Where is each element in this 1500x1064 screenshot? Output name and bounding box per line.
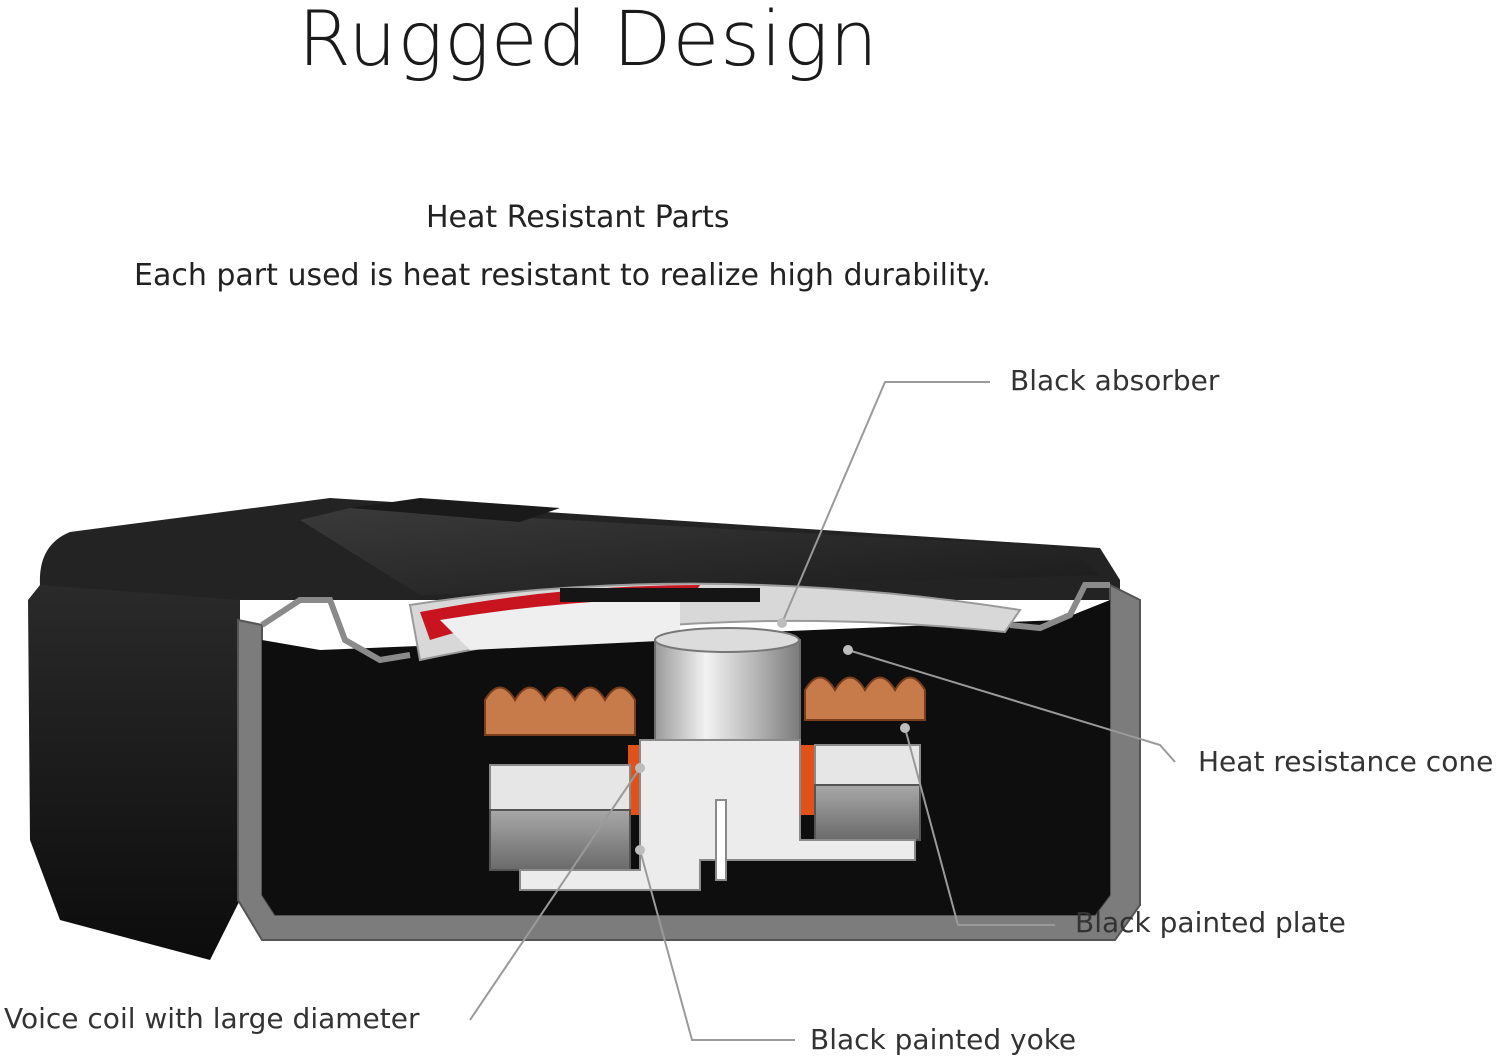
spider-coils — [484, 676, 926, 815]
surround — [260, 582, 1110, 664]
section-description: Each part used is heat resistant to real… — [134, 258, 992, 293]
leader-lines — [469, 381, 1176, 1041]
leader-black-absorber — [781, 381, 990, 624]
leader-heat-resistance-cone — [847, 649, 1176, 763]
leader-black-painted-plate — [904, 727, 1055, 926]
callout-heat-resistance-cone: Heat resistance cone — [1198, 745, 1494, 778]
cone — [408, 582, 1022, 662]
leader-voice-coil — [469, 767, 641, 1021]
page-title: Rugged Design — [298, 0, 879, 83]
callout-black-painted-plate: Black painted plate — [1075, 906, 1346, 939]
callout-black-painted-yoke: Black painted yoke — [810, 1023, 1077, 1056]
magnet-assembly — [489, 739, 921, 891]
callout-voice-coil: Voice coil with large diameter — [4, 1002, 420, 1035]
callout-black-absorber: Black absorber — [1010, 364, 1220, 397]
leader-black-painted-yoke — [639, 849, 795, 1041]
pole-piece — [654, 627, 801, 751]
section-subtitle: Heat Resistant Parts — [426, 200, 730, 235]
